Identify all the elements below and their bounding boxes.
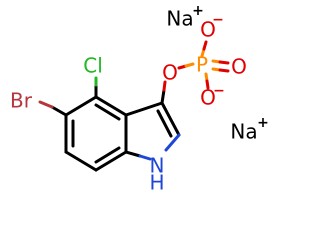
bond-c3-c2 bbox=[160, 101, 181, 137]
charge-o-top: − bbox=[212, 12, 224, 28]
atom-na-right: Na bbox=[230, 120, 257, 144]
atom-p: P bbox=[196, 53, 208, 77]
bond-c7-c7a-inner bbox=[94, 146, 121, 164]
charge-o-bottom: − bbox=[213, 83, 225, 99]
bond-c5-br-c bbox=[50, 105, 68, 117]
molecule-diagram: Na + O − O P O O − Cl Br N H Na + bbox=[10, 3, 269, 195]
bond-c4-c5 bbox=[64, 95, 98, 117]
bond-c2-n1 bbox=[164, 133, 181, 152]
bond-c3-o-c bbox=[160, 88, 166, 105]
atom-cl: Cl bbox=[83, 54, 103, 78]
bond-c3-o bbox=[162, 80, 167, 92]
atom-o-top: O bbox=[200, 18, 216, 42]
atom-na-top: Na bbox=[166, 7, 193, 31]
bond-c3a-c4 bbox=[94, 95, 128, 117]
bond-c5-br bbox=[38, 100, 54, 109]
bond-p-obot-o bbox=[205, 79, 210, 90]
bond-c7a-n1-n bbox=[138, 154, 152, 161]
atom-o-ester: O bbox=[162, 61, 178, 85]
bond-o-p-p bbox=[184, 62, 195, 68]
bond-c3a-c3 bbox=[124, 101, 164, 117]
bond-c6-c7 bbox=[64, 150, 98, 172]
bond-c7-c7a bbox=[94, 150, 128, 172]
bond-c3-c2-inner bbox=[156, 109, 173, 138]
charge-na-top: + bbox=[192, 3, 204, 19]
atom-o-double: O bbox=[231, 55, 247, 79]
atom-h: H bbox=[149, 171, 164, 195]
bond-p-odbl-o1 bbox=[218, 60, 230, 65]
atom-n: N bbox=[150, 154, 165, 178]
bond-p-odbl-o2 bbox=[218, 68, 230, 73]
atom-o-bottom: O bbox=[200, 86, 216, 110]
bond-c3a-c4-inner bbox=[94, 103, 121, 121]
structure-svg: Na + O − O P O O − Cl Br N H Na + bbox=[10, 3, 269, 195]
bond-p-otop-o bbox=[202, 40, 208, 51]
bond-c7a-n1-c bbox=[124, 150, 142, 158]
atom-br: Br bbox=[10, 89, 33, 113]
charge-na-right: + bbox=[257, 115, 269, 131]
